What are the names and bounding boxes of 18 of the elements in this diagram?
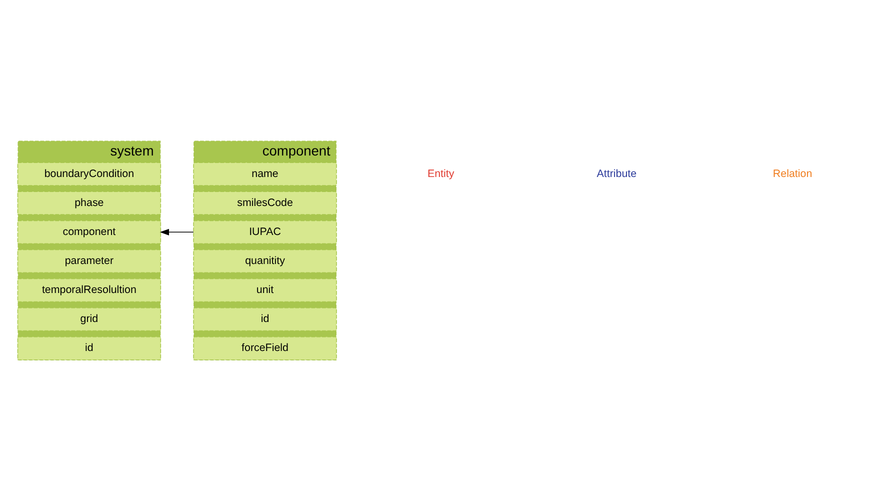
- label: Attribute: [596, 168, 637, 180]
- node-box: parameter: [17, 249, 162, 274]
- node-box: forceField: [193, 336, 337, 360]
- node-box: IUPAC: [193, 220, 337, 244]
- node-box: unit: [193, 278, 337, 302]
- node-box: temporalResolultion: [17, 278, 162, 302]
- node-box: phase: [17, 191, 162, 215]
- node-box: id: [17, 336, 162, 360]
- node-box: id: [193, 307, 337, 332]
- label: Relation: [772, 168, 812, 180]
- node-box: quanitity: [193, 249, 337, 274]
- label: Entity: [428, 168, 454, 180]
- node-box: smilesCode: [193, 191, 337, 215]
- arrow: [160, 228, 194, 236]
- node-box: name: [193, 162, 337, 186]
- node-box: component: [17, 220, 162, 244]
- node-box: grid: [17, 307, 162, 332]
- node-box: boundaryCondition: [17, 162, 162, 186]
